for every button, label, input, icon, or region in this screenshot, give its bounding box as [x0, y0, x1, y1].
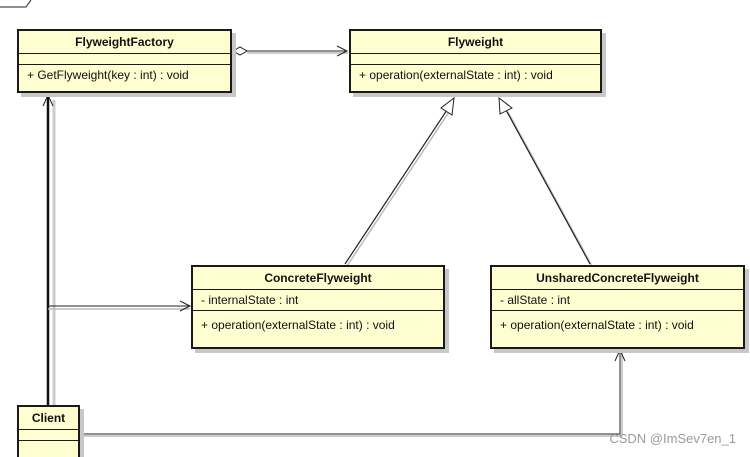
operations-compartment: + operation(externalState : int) : void — [492, 311, 743, 335]
attribute: - allState : int — [500, 293, 571, 307]
class-name: FlyweightFactory — [19, 31, 230, 54]
operations-compartment: + operation(externalState : int) : void — [193, 311, 443, 335]
attributes-compartment: - allState : int — [492, 290, 743, 311]
class-name: ConcreteFlyweight — [193, 267, 443, 290]
aggregation-factory-flyweight — [231, 45, 349, 57]
association-client-factory — [42, 93, 56, 405]
class-name: UnsharedConcreteFlyweight — [492, 267, 743, 290]
operations-compartment — [19, 440, 78, 451]
association-client-unshared — [80, 348, 626, 437]
arrow-head-icon — [336, 45, 349, 57]
class-concrete-flyweight[interactable]: ConcreteFlyweight - internalState : int … — [191, 265, 445, 349]
arrow-head-icon — [42, 93, 54, 107]
class-name: Flyweight — [351, 31, 600, 54]
generalization-unshared-flyweight — [498, 96, 593, 267]
attributes-compartment — [351, 54, 600, 64]
operation: + operation(externalState : int) : void — [500, 318, 694, 332]
class-client[interactable]: Client — [17, 405, 80, 457]
attributes-compartment: - internalState : int — [193, 290, 443, 311]
operations-compartment: + GetFlyweight(key : int) : void — [19, 64, 230, 85]
association-client-concrete — [48, 300, 192, 312]
arrow-head-icon — [179, 300, 192, 312]
aggregation-diamond-icon — [231, 46, 249, 56]
attributes-compartment — [19, 54, 230, 64]
generalization-concrete-flyweight — [344, 96, 455, 267]
inheritance-triangle-icon — [440, 96, 455, 116]
class-flyweight[interactable]: Flyweight + operation(externalState : in… — [349, 29, 602, 93]
watermark: CSDN @ImSev7en_1 — [609, 431, 736, 446]
arrow-head-icon — [614, 348, 626, 362]
operation: + GetFlyweight(key : int) : void — [27, 68, 189, 82]
operation: + operation(externalState : int) : void — [201, 318, 395, 332]
attribute: - internalState : int — [201, 293, 299, 307]
class-flyweight-factory[interactable]: FlyweightFactory + GetFlyweight(key : in… — [17, 29, 232, 93]
class-unshared-concrete-flyweight[interactable]: UnsharedConcreteFlyweight - allState : i… — [490, 265, 745, 349]
class-name: Client — [19, 407, 78, 430]
frame-corner — [0, 0, 32, 8]
inheritance-triangle-icon — [498, 96, 513, 115]
operations-compartment: + operation(externalState : int) : void — [351, 64, 600, 85]
operation: + operation(externalState : int) : void — [359, 68, 553, 82]
attributes-compartment — [19, 430, 78, 440]
